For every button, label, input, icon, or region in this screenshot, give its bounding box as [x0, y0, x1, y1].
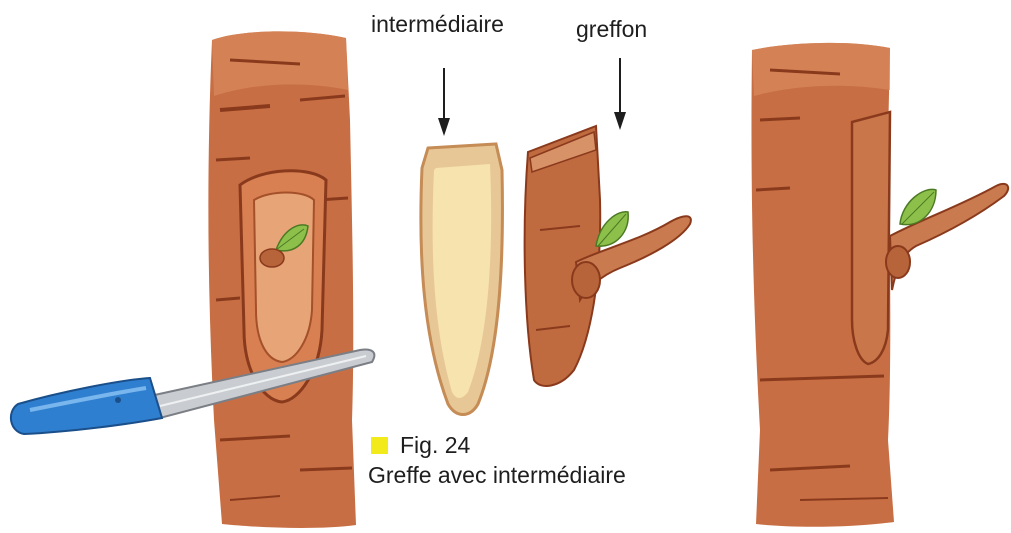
figure-title: Greffe avec intermédiaire: [368, 460, 626, 490]
intermediate-bark-piece: [421, 144, 503, 415]
figure-number: Fig. 24: [400, 430, 470, 460]
rootstock-trunk-left: [208, 31, 356, 528]
scion-bud: [525, 126, 691, 386]
arrow-down-icon: [614, 58, 626, 130]
label-greffon: greffon: [576, 18, 647, 41]
label-intermediaire: intermédiaire: [371, 13, 504, 36]
figure-marker: [371, 437, 388, 454]
grafted-trunk-right: [751, 43, 1008, 527]
arrow-down-icon: [438, 68, 450, 136]
figure-caption: Fig. 24 Greffe avec intermédiaire: [368, 430, 626, 490]
